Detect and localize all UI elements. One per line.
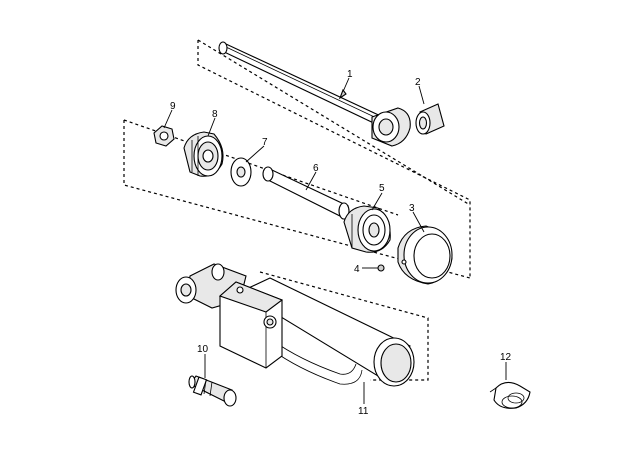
part-2-bushing — [415, 103, 445, 135]
part-8-piston — [183, 131, 224, 177]
leader-7 — [245, 145, 265, 163]
part-4-screw — [377, 264, 385, 272]
callout-7: 7 — [262, 137, 268, 148]
callout-5: 5 — [379, 183, 385, 194]
callout-1: 1 — [347, 69, 353, 80]
part-11-cylinder-barrel — [175, 263, 415, 387]
callout-2: 2 — [415, 77, 421, 88]
part-9-nut — [153, 125, 175, 147]
part-12-seal-kit — [489, 381, 531, 409]
leader-6 — [305, 171, 317, 191]
leader-8 — [207, 117, 216, 137]
part-3-head-ring — [397, 225, 453, 285]
part-1-piston-rod — [218, 41, 411, 147]
rod-group-dashed-top — [197, 39, 471, 206]
leader-2 — [418, 85, 425, 105]
part-7-washer — [230, 157, 252, 187]
part-6-spacer-tube — [262, 166, 350, 220]
callout-4: 4 — [354, 264, 360, 275]
rod-group-dashed-outline — [197, 40, 471, 278]
callout-6: 6 — [313, 163, 319, 174]
callout-10: 10 — [197, 344, 209, 355]
callout-11: 11 — [358, 406, 369, 417]
callout-3: 3 — [409, 203, 415, 214]
callout-8: 8 — [212, 109, 218, 120]
part-10-valve-cartridge — [188, 375, 237, 407]
leader-3 — [412, 211, 425, 233]
callout-12: 12 — [500, 352, 512, 363]
part-5-gland — [343, 205, 391, 253]
leader-9 — [163, 109, 173, 129]
callout-9: 9 — [170, 101, 176, 112]
leader-5 — [371, 192, 383, 211]
